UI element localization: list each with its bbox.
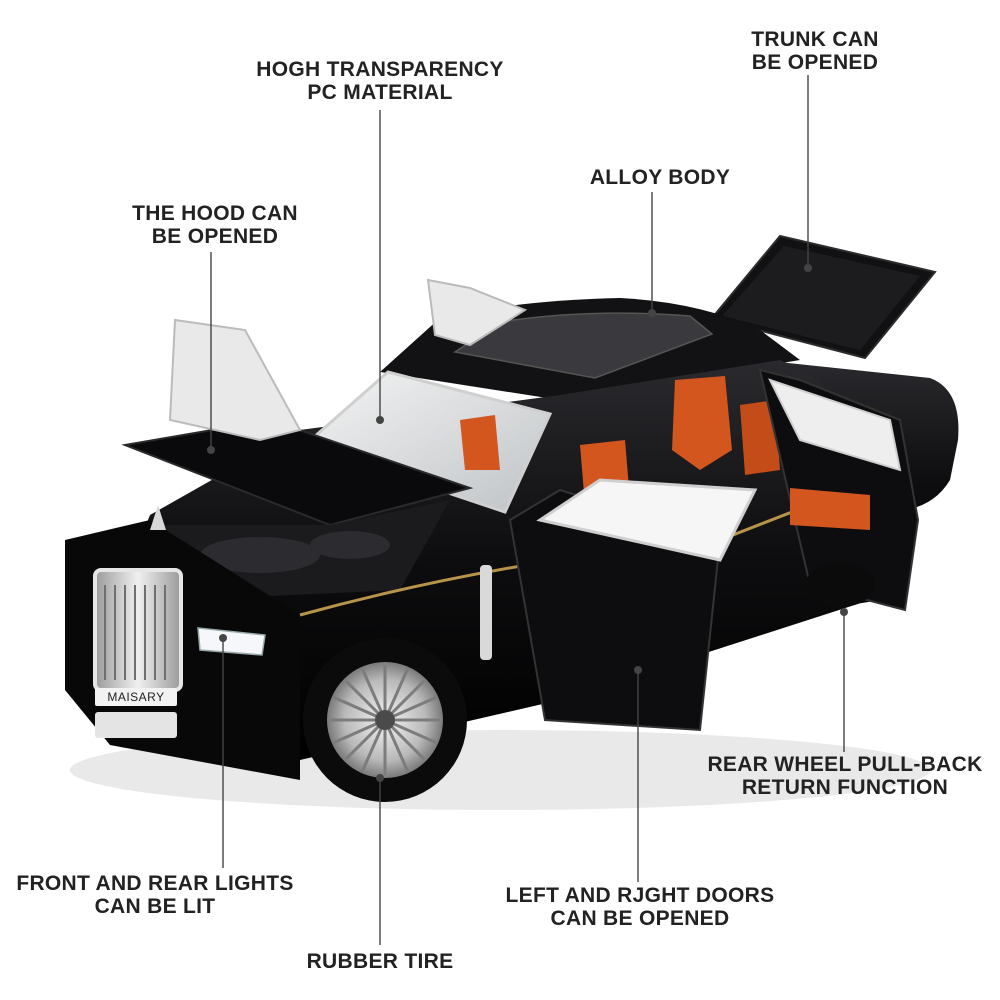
callout-trunk-line2: BE OPENED xyxy=(751,51,879,74)
callout-trunk: TRUNK CAN BE OPENED xyxy=(735,28,895,74)
far-door-window xyxy=(168,318,302,442)
callout-pullback: REAR WHEEL PULL-BACK RETURN FUNCTION xyxy=(700,753,990,799)
front-wheel xyxy=(303,638,467,802)
callout-transparency: HOGH TRANSPARENCY PC MATERIAL xyxy=(240,58,520,104)
license-plate-bg xyxy=(95,688,177,706)
callout-tire-line1: RUBBER TIRE xyxy=(306,950,454,973)
leader-lines xyxy=(207,75,848,945)
callout-doors-line1: LEFT AND RJGHT DOORS xyxy=(505,884,775,907)
callout-transparency-line2: PC MATERIAL xyxy=(307,81,453,104)
headlight xyxy=(197,627,266,656)
rear-wheel xyxy=(805,563,875,607)
hood-ornament xyxy=(150,505,166,530)
rear-seat-2 xyxy=(740,400,780,475)
callout-hood: THE HOOD CAN BE OPENED xyxy=(115,202,315,248)
front-door-window xyxy=(536,478,758,562)
callout-lights: FRONT AND REAR LIGHTS CAN BE LIT xyxy=(5,872,305,918)
callout-alloy-line1: ALLOY BODY xyxy=(589,166,731,189)
callout-transparency-line1: HOGH TRANSPARENCY xyxy=(256,58,504,81)
front-seat xyxy=(460,415,500,470)
front-door xyxy=(508,488,722,732)
callout-lights-line1: FRONT AND REAR LIGHTS xyxy=(16,872,294,895)
callout-hood-line2: BE OPENED xyxy=(151,225,279,248)
sunroof xyxy=(453,312,714,379)
license-plate-text: MAISARY xyxy=(107,690,165,704)
callout-pullback-line2: RETURN FUNCTION xyxy=(741,776,949,799)
callout-alloy: ALLOY BODY xyxy=(570,166,750,189)
callout-doors: LEFT AND RJGHT DOORS CAN BE OPENED xyxy=(495,884,785,930)
callout-pullback-line1: REAR WHEEL PULL-BACK xyxy=(707,753,983,776)
callout-lights-line2: CAN BE LIT xyxy=(94,895,216,918)
grille xyxy=(93,568,183,692)
callout-trunk-line1: TRUNK CAN xyxy=(751,28,879,51)
callout-tire: RUBBER TIRE xyxy=(290,950,470,973)
callout-doors-line2: CAN BE OPENED xyxy=(550,907,730,930)
rear-seat xyxy=(672,376,732,470)
callout-hood-line1: THE HOOD CAN xyxy=(132,202,298,225)
rear-door-window xyxy=(768,378,902,472)
